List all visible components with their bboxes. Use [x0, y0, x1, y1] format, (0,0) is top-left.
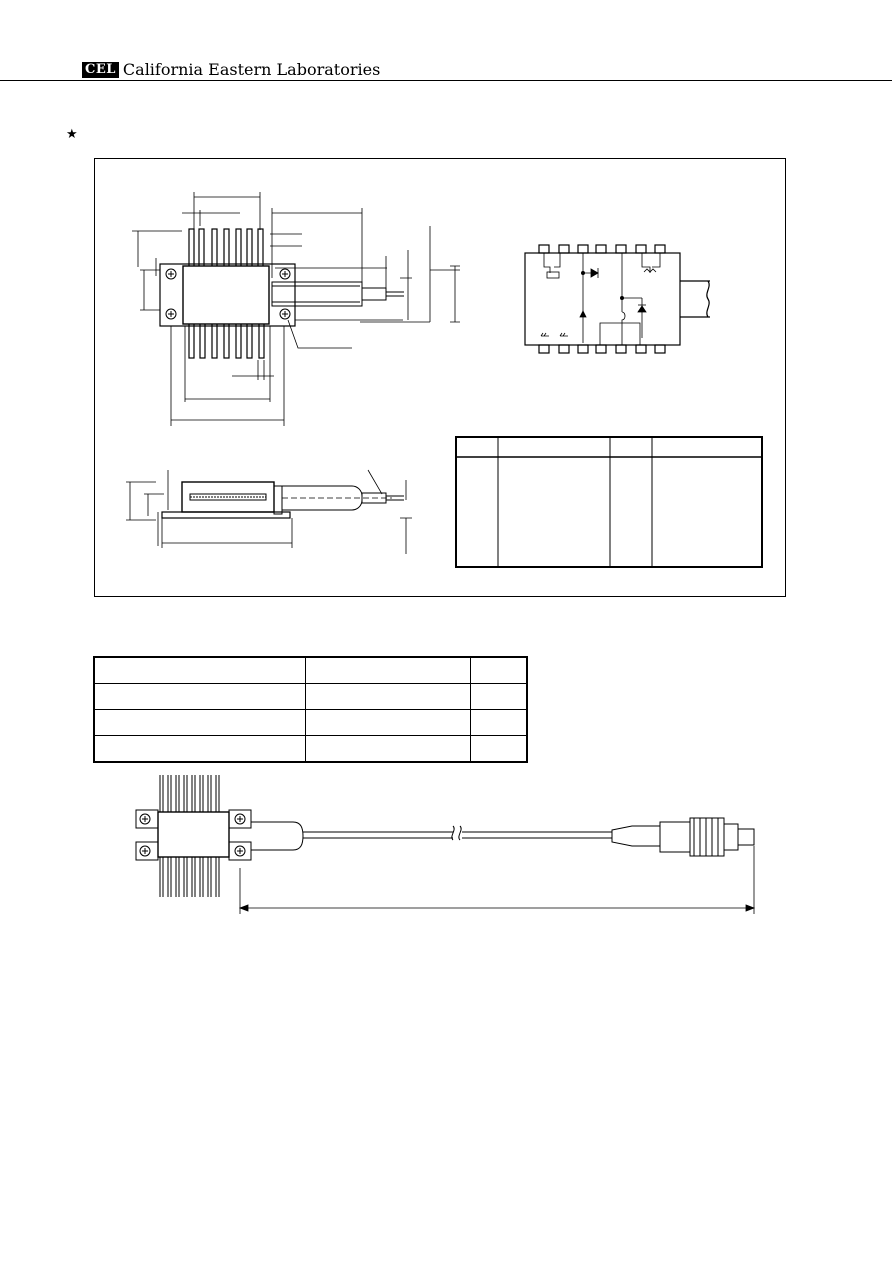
package-outline-frame — [94, 158, 786, 597]
pigtail-connector-drawing — [135, 775, 756, 914]
top-view-drawing — [132, 192, 460, 426]
table-row — [93, 656, 528, 684]
company-name: California Eastern Laboratories — [122, 60, 381, 79]
header-rule — [0, 80, 892, 81]
table-cell — [469, 735, 528, 763]
table-row — [93, 709, 528, 736]
table-cell — [469, 683, 528, 710]
table-cell — [304, 683, 471, 710]
schematic-drawing — [524, 244, 710, 354]
table-cell — [93, 656, 306, 684]
table-cell — [93, 735, 306, 763]
spec-table — [93, 656, 528, 763]
table-cell — [469, 709, 528, 736]
table-cell — [304, 656, 471, 684]
page-header: CEL California Eastern Laboratories — [82, 61, 380, 79]
table-cell — [93, 709, 306, 736]
table-row — [93, 683, 528, 710]
company-logo: CEL — [82, 62, 119, 78]
pin-table — [455, 436, 763, 568]
table-cell — [304, 735, 471, 763]
table-cell — [93, 683, 306, 710]
table-row — [93, 735, 528, 763]
side-view-drawing — [126, 469, 412, 554]
table-cell — [469, 656, 528, 684]
table-cell — [304, 709, 471, 736]
revision-star-icon: ★ — [66, 127, 78, 142]
